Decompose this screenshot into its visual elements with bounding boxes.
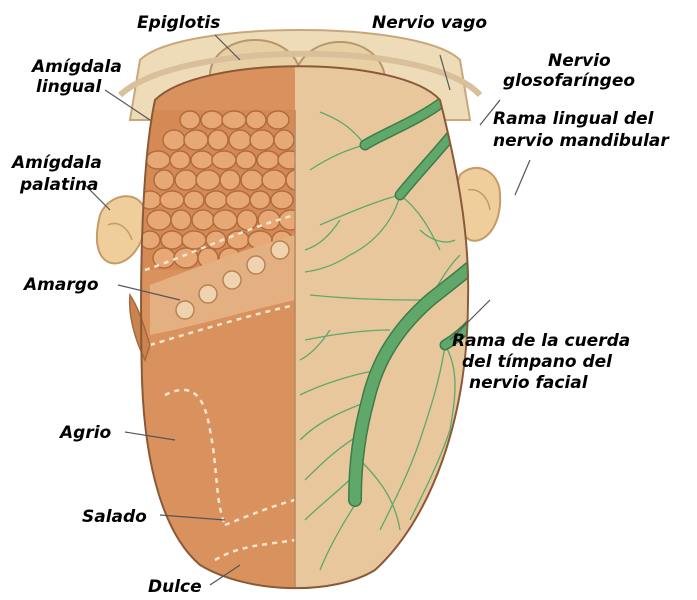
papilla bbox=[222, 111, 246, 129]
papilla bbox=[236, 151, 256, 169]
label-mandibular-line2: nervio mandibular bbox=[493, 131, 670, 151]
label-nervio-vago: Nervio vago bbox=[372, 13, 487, 33]
label-glosofaringeo-line2: glosofaríngeo bbox=[503, 71, 635, 91]
label-dulce: Dulce bbox=[148, 577, 202, 597]
papilla bbox=[161, 231, 183, 249]
papilla bbox=[154, 170, 174, 190]
papilla bbox=[267, 111, 289, 129]
tonsil-left bbox=[97, 196, 145, 263]
papilla bbox=[241, 170, 263, 190]
papilla bbox=[175, 170, 197, 190]
papilla bbox=[184, 130, 208, 150]
papilla bbox=[220, 170, 240, 190]
papilla bbox=[271, 191, 293, 209]
papilla bbox=[246, 111, 266, 129]
papilla bbox=[196, 170, 220, 190]
papilla bbox=[213, 210, 237, 230]
papilla bbox=[191, 151, 213, 169]
label-epiglotis: Epiglotis bbox=[137, 13, 220, 33]
papilla bbox=[182, 231, 206, 249]
label-amigdala-palatina-line1: Amígdala bbox=[10, 153, 102, 173]
papilla bbox=[237, 210, 257, 230]
papilla bbox=[208, 130, 228, 150]
label-agrio: Agrio bbox=[58, 423, 112, 443]
papilla bbox=[250, 191, 270, 209]
papilla bbox=[192, 210, 214, 230]
label-glosofaringeo-line1: Nervio bbox=[548, 51, 611, 71]
label-cuerda-line3: nervio facial bbox=[469, 373, 589, 393]
papilla bbox=[274, 130, 294, 150]
papilla bbox=[250, 130, 274, 150]
label-amigdala-palatina-line2: palatina bbox=[19, 175, 98, 195]
papilla bbox=[212, 151, 236, 169]
label-cuerda-line2: del tímpano del bbox=[462, 352, 613, 372]
papilla bbox=[146, 151, 170, 169]
papilla bbox=[163, 130, 185, 150]
label-amigdala-lingual-line2: lingual bbox=[36, 77, 103, 97]
papilla bbox=[226, 191, 250, 209]
papilla bbox=[160, 191, 184, 209]
papilla bbox=[257, 151, 279, 169]
papilla bbox=[147, 210, 171, 230]
label-amigdala-lingual-line1: Amígdala bbox=[30, 57, 122, 77]
papilla bbox=[205, 191, 227, 209]
label-cuerda-line1: Rama de la cuerda bbox=[452, 331, 630, 351]
papilla bbox=[184, 191, 204, 209]
label-mandibular-line1: Rama lingual del bbox=[493, 109, 655, 129]
papilla bbox=[229, 130, 251, 150]
papilla bbox=[180, 111, 200, 129]
papilla bbox=[262, 170, 286, 190]
papilla bbox=[170, 151, 190, 169]
label-amargo: Amargo bbox=[22, 275, 99, 295]
papilla bbox=[201, 111, 223, 129]
papilla bbox=[171, 210, 191, 230]
label-salado: Salado bbox=[82, 507, 147, 527]
